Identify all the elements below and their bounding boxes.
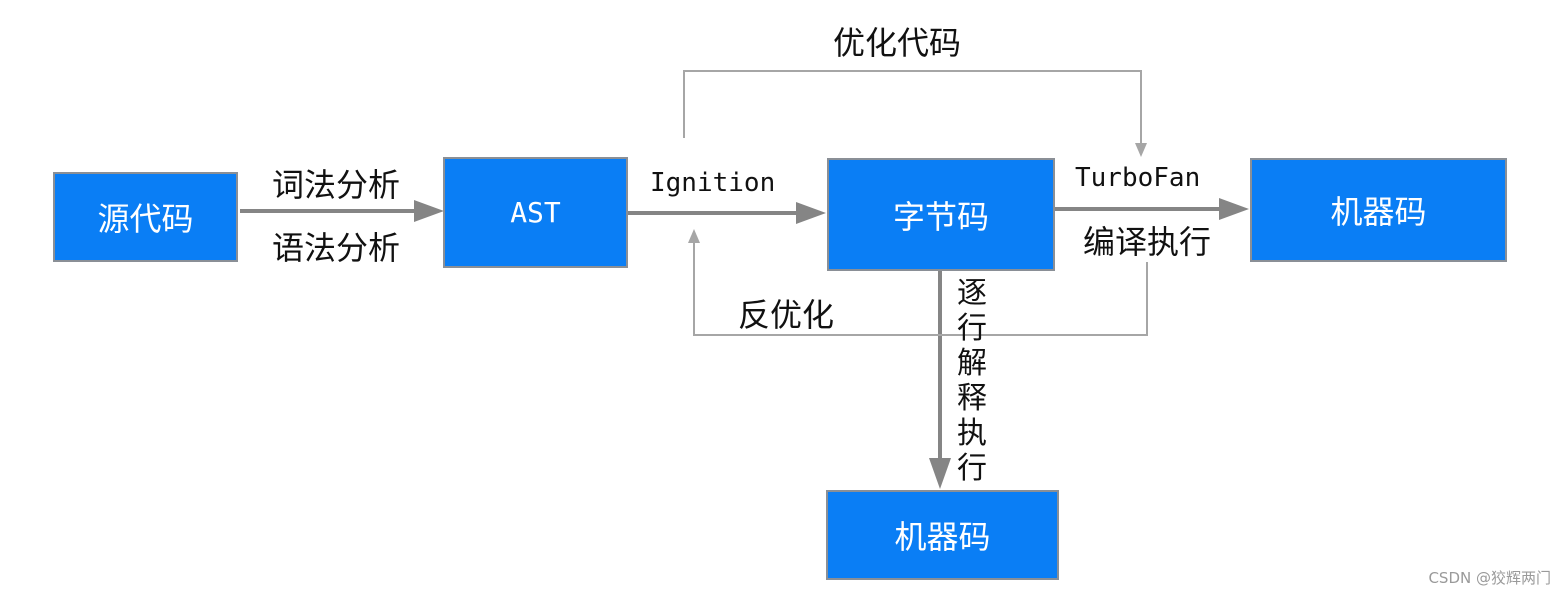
- node-bytecode: 字节码: [827, 158, 1055, 271]
- optimize-path: [683, 70, 1147, 157]
- node-ast: AST: [443, 157, 628, 268]
- node-machine-code-bottom: 机器码: [826, 490, 1059, 580]
- label-deoptimize: 反优化: [738, 296, 835, 334]
- label-interpret-line-by-line: 逐行解释执行: [957, 276, 987, 486]
- arrow-ast-to-bytecode: [628, 202, 826, 224]
- arrow-source-to-ast: [240, 200, 444, 222]
- label-syntax-analysis: 语法分析: [272, 229, 401, 267]
- label-turbofan: TurboFan: [1075, 163, 1201, 193]
- watermark: CSDN @狡辉两门: [1428, 569, 1551, 587]
- arrow-bytecode-to-machine-bottom: [929, 271, 951, 489]
- deoptimize-path: [688, 229, 1148, 336]
- label-ignition: Ignition: [650, 168, 776, 198]
- label-compile-execute: 编译执行: [1083, 223, 1212, 261]
- node-machine-code-right: 机器码: [1250, 158, 1507, 262]
- label-optimize-code: 优化代码: [833, 24, 962, 62]
- node-source-code: 源代码: [53, 172, 238, 262]
- arrow-bytecode-to-machine: [1055, 198, 1249, 220]
- label-lexical-analysis: 词法分析: [272, 166, 401, 204]
